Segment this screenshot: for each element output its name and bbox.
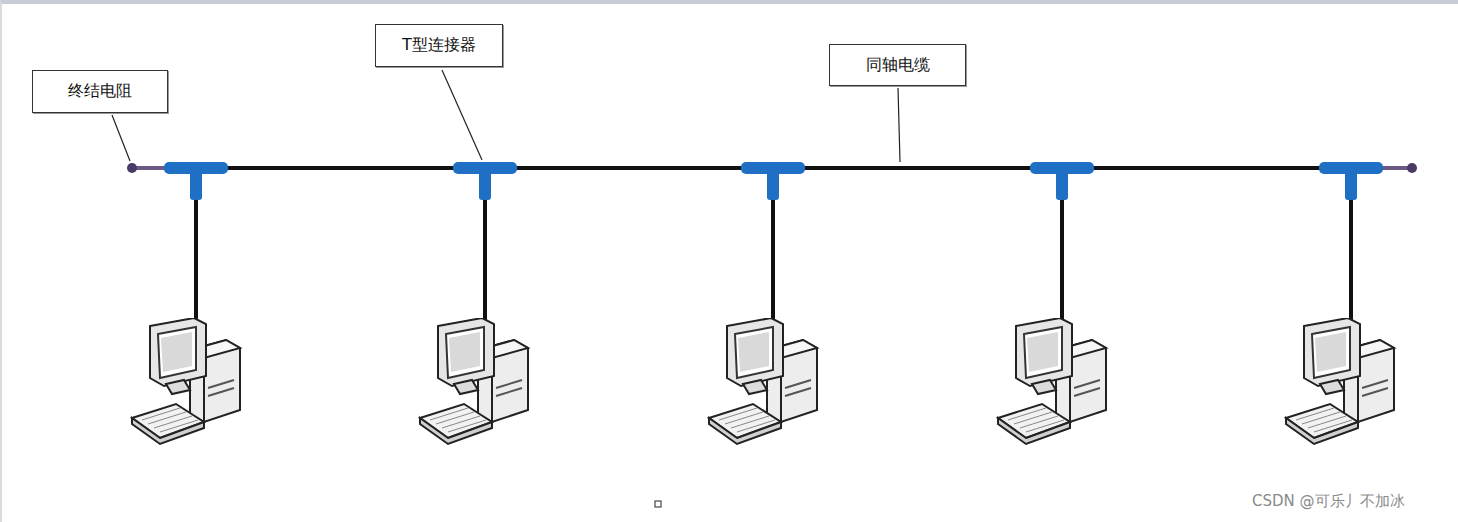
callout-text: T型连接器 bbox=[402, 35, 476, 56]
callout-text: 终结电阻 bbox=[68, 81, 132, 102]
callout-box: T型连接器 bbox=[375, 24, 503, 67]
watermark: CSDN @可乐丿不加冰 bbox=[1252, 492, 1405, 511]
callout-box: 同轴电缆 bbox=[829, 44, 966, 86]
callout-text: 同轴电缆 bbox=[866, 55, 930, 76]
callout-box: 终结电阻 bbox=[32, 70, 168, 113]
